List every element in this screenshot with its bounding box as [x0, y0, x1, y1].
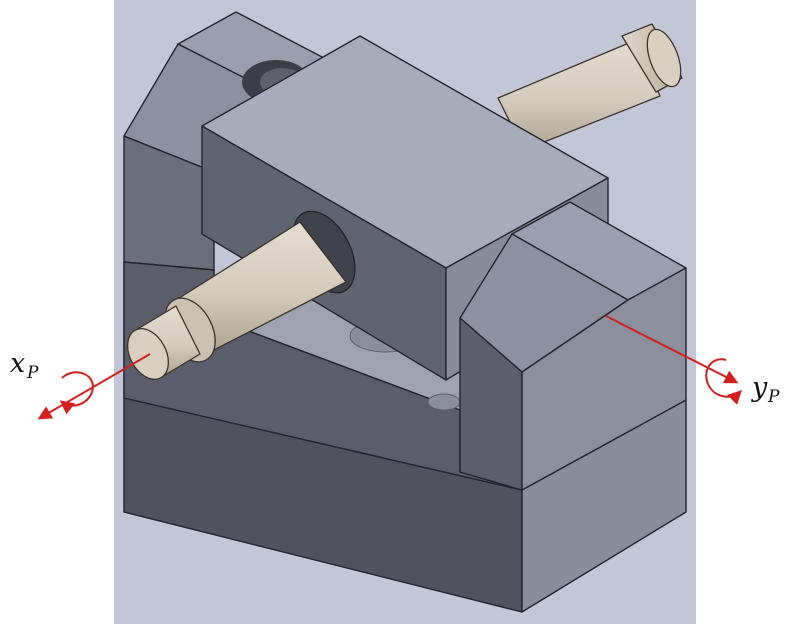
axis-y-subscript: P — [767, 387, 780, 407]
rear-shaft — [497, 23, 683, 151]
front-jaw-face — [521, 267, 687, 491]
axis-x-arrow — [37, 353, 151, 420]
axis-x-rotation-icon — [59, 371, 94, 415]
axis-y: y P — [605, 315, 780, 407]
front-shaft-end — [127, 328, 169, 380]
axis-y-arrow — [605, 315, 739, 384]
rear-shaft-end — [646, 28, 682, 88]
axis-x: x P — [10, 348, 151, 420]
axis-y-rotation-icon — [705, 358, 742, 405]
front-shaft — [127, 210, 356, 380]
front-jaw — [459, 201, 687, 491]
axis-x-symbol: x — [10, 348, 25, 379]
axis-x-subscript: P — [26, 363, 39, 383]
channel-hole-2 — [427, 393, 461, 411]
axis-y-symbol: y — [751, 372, 768, 403]
